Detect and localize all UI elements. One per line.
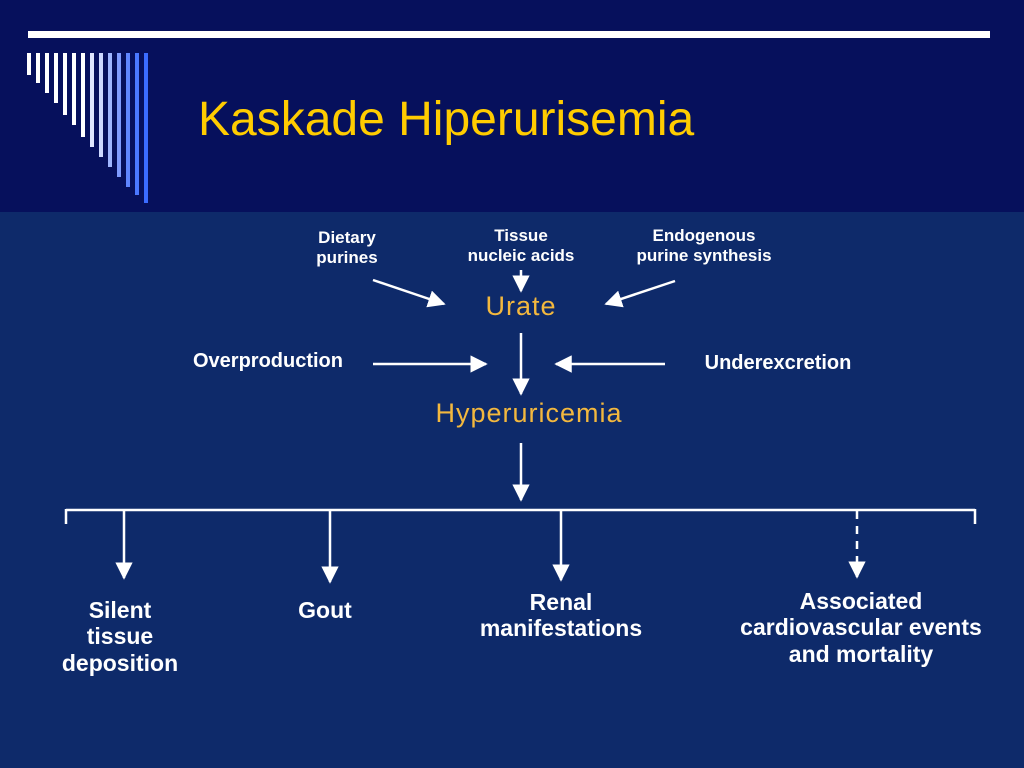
stripe <box>126 53 130 187</box>
label-tissue-nucleic-acids: Tissue nucleic acids <box>451 226 591 265</box>
stripe <box>90 53 94 147</box>
label-line: purine synthesis <box>636 245 772 265</box>
label-line: purines <box>316 247 378 267</box>
label-endogenous-purine-synthesis: Endogenous purine synthesis <box>618 226 790 265</box>
label-line: and mortality <box>788 640 934 667</box>
label-line: Silent <box>88 597 152 623</box>
outcome-associated-cardiovascular: Associated cardiovascular events and mor… <box>702 588 1020 667</box>
label-line: Tissue <box>494 226 548 245</box>
label-line: manifestations <box>479 615 643 642</box>
label-line: Dietary <box>318 228 376 247</box>
node-urate: Urate <box>485 291 557 321</box>
arrow-dietary-to-urate <box>372 278 446 308</box>
outcome-silent-tissue-deposition: Silent tissue deposition <box>40 597 200 676</box>
label-underexcretion: Underexcretion <box>704 352 852 374</box>
label-line: nucleic acids <box>467 245 575 265</box>
label-line: Renal <box>529 589 593 615</box>
label-line: tissue <box>86 623 154 650</box>
stripe <box>27 53 31 75</box>
stripe <box>81 53 85 137</box>
outcome-gout: Gout <box>270 597 380 623</box>
top-rule <box>28 31 990 38</box>
stripe <box>108 53 112 167</box>
label-line: Endogenous <box>652 226 756 245</box>
label-line: Gout <box>298 597 352 623</box>
stripe <box>135 53 139 195</box>
node-hyperuricemia: Hyperuricemia <box>435 398 623 428</box>
stripe <box>72 53 76 125</box>
stripe <box>99 53 103 157</box>
stripe <box>144 53 148 203</box>
stripe <box>63 53 67 115</box>
stripe <box>45 53 49 93</box>
outcome-bracket <box>64 508 977 524</box>
outcome-renal-manifestations: Renal manifestations <box>448 589 674 642</box>
stripe <box>117 53 121 177</box>
arrow-endogenous-to-urate <box>604 279 676 308</box>
label-dietary-purines: Dietary purines <box>300 228 394 267</box>
stripe <box>54 53 58 103</box>
label-overproduction: Overproduction <box>192 350 343 372</box>
stripe <box>36 53 40 83</box>
slide-title: Kaskade Hiperurisemia <box>198 93 695 146</box>
body-band <box>0 212 1024 768</box>
decorative-stripes <box>27 53 148 203</box>
label-line: deposition <box>61 649 179 676</box>
label-line: cardiovascular events <box>740 614 982 641</box>
label-line: Associated <box>799 588 923 614</box>
